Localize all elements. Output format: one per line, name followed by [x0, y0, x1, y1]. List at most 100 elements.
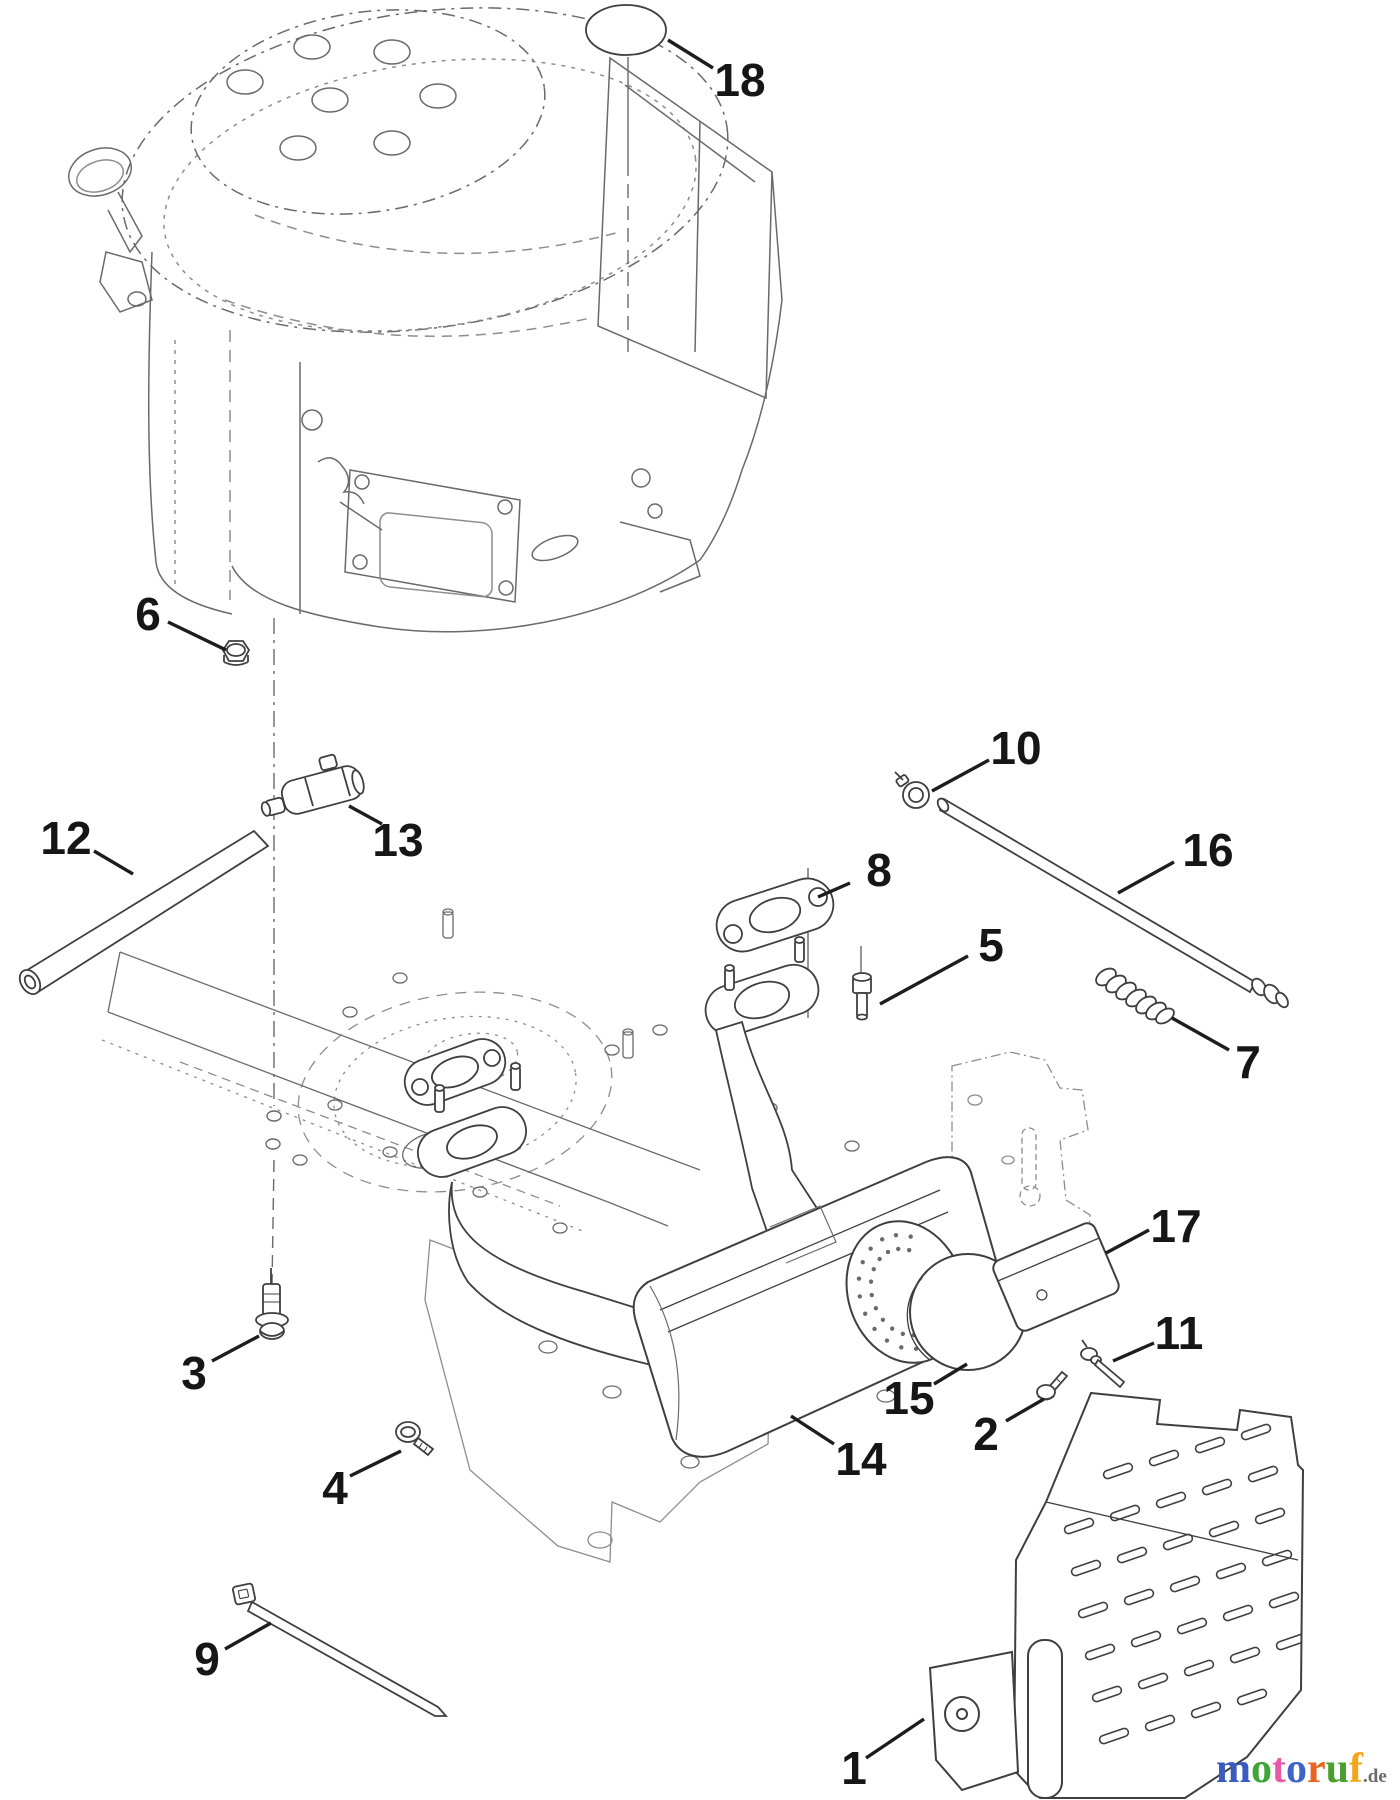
- leader-9: [224, 1621, 272, 1651]
- part-label-12: 12: [40, 812, 91, 864]
- part-5-bolt: [852, 972, 872, 1021]
- perforation-dot: [857, 1294, 863, 1299]
- part-label-8: 8: [866, 844, 892, 896]
- perforation-dot: [879, 1237, 885, 1242]
- leader-4: [349, 1449, 402, 1478]
- perforation-dot: [893, 1233, 899, 1238]
- leader-15: [933, 1362, 968, 1386]
- shield-vent-slot: [1247, 1465, 1279, 1483]
- heat-shield-bracket: [928, 1650, 1020, 1792]
- shield-vent-slot: [1098, 1727, 1130, 1745]
- shield-vent-slot: [1254, 1507, 1286, 1525]
- shield-vent-slot: [1183, 1659, 1215, 1677]
- part-10-clamp: [894, 771, 930, 809]
- shield-vent-slot: [1063, 1517, 1095, 1535]
- perforation-dot: [900, 1331, 906, 1337]
- shield-vent-slot: [1240, 1423, 1272, 1441]
- part-label-17: 17: [1150, 1200, 1201, 1252]
- logo-letter: m: [1216, 1746, 1251, 1792]
- part-label-10: 10: [990, 722, 1041, 774]
- engine-air-duct: [597, 56, 773, 400]
- perforation-dot: [899, 1345, 904, 1350]
- shield-vent-slot: [1222, 1604, 1254, 1622]
- part-labels: 18 6 12 13 10 16 5 7 8 3 4 17 11 15 2 14…: [40, 54, 1260, 1794]
- engine-dipstick: [67, 147, 153, 313]
- left-pipe-flange: [417, 1106, 527, 1178]
- perforation-dot: [885, 1249, 891, 1255]
- leader-11: [1112, 1341, 1155, 1363]
- part-18-cap: [585, 4, 667, 56]
- perforation-dot: [884, 1338, 890, 1343]
- part-label-4: 4: [322, 1462, 348, 1514]
- shield-vent-slot: [1261, 1549, 1293, 1567]
- perforation-dot: [908, 1234, 913, 1239]
- engine-top-housing: [121, 7, 729, 333]
- part-3-bolt: [255, 1268, 289, 1340]
- leader-18: [667, 38, 714, 70]
- exhaust-head-pipes: [403, 936, 824, 1368]
- part-label-9: 9: [194, 1633, 220, 1685]
- leader-1: [865, 1717, 925, 1760]
- perforation-dot: [871, 1266, 876, 1272]
- part-16-fuel-line: [936, 797, 1289, 1009]
- perforation-dot: [889, 1326, 895, 1331]
- part-label-6: 6: [135, 588, 161, 640]
- part-label-13: 13: [372, 814, 423, 866]
- perforation-dot: [872, 1326, 877, 1332]
- shield-vent-slot: [1077, 1601, 1109, 1619]
- shield-vent-slot: [1116, 1546, 1148, 1564]
- part-label-5: 5: [978, 919, 1004, 971]
- logo-letter: u: [1325, 1746, 1350, 1792]
- perforation-dot: [896, 1246, 901, 1252]
- part-label-14: 14: [835, 1433, 887, 1485]
- shield-vent-slot: [1268, 1591, 1300, 1609]
- shield-vent-slot: [1084, 1643, 1116, 1661]
- shield-vent-slot: [1275, 1633, 1303, 1651]
- part-8-gasket: [715, 877, 835, 953]
- motoruf-logo: motoruf.de: [1216, 1748, 1396, 1790]
- shield-vent-slot: [1144, 1714, 1176, 1732]
- shield-vent-slot: [1070, 1559, 1102, 1577]
- perforation-dot: [860, 1259, 865, 1265]
- heat-shield-outline: [1012, 1391, 1305, 1799]
- shield-vent-slot: [1208, 1520, 1240, 1538]
- part-4-screw: [395, 1421, 435, 1457]
- leader-3: [211, 1334, 260, 1363]
- perforation-dot: [868, 1246, 873, 1251]
- shield-vent-slot: [1155, 1491, 1187, 1509]
- logo-letter: f: [1349, 1746, 1364, 1792]
- shield-vent-slot: [1123, 1588, 1155, 1606]
- part-label-2: 2: [973, 1408, 999, 1460]
- muffler-group: [632, 1156, 1120, 1458]
- perforation-dot: [906, 1247, 912, 1253]
- perforation-dot: [877, 1256, 882, 1262]
- leader-6: [167, 620, 227, 652]
- perforation-dot: [868, 1279, 874, 1284]
- right-pipe-flange: [704, 963, 820, 1037]
- part-label-18: 18: [714, 54, 765, 106]
- logo-letter: o: [1286, 1746, 1307, 1792]
- logo-letter: o: [1251, 1746, 1272, 1792]
- perforation-dot: [873, 1306, 879, 1311]
- logo-letter: t: [1272, 1746, 1286, 1792]
- shield-vent-slot: [1176, 1617, 1208, 1635]
- shield-vent-slot: [1236, 1688, 1268, 1706]
- leader-8: [817, 881, 851, 899]
- leader-2: [1005, 1397, 1045, 1423]
- part-label-3: 3: [181, 1347, 207, 1399]
- shield-vent-slot: [1091, 1685, 1123, 1703]
- logo-letter: r: [1307, 1746, 1326, 1792]
- shield-vent-slot: [1229, 1646, 1261, 1664]
- frame-studs: [442, 908, 634, 1059]
- part-6-nut: [221, 640, 251, 666]
- part-7-stud: [1095, 967, 1175, 1025]
- shield-vent-slot: [1102, 1462, 1134, 1480]
- leader-7: [1171, 1016, 1230, 1052]
- engine-ignition-cover: [344, 469, 521, 603]
- shield-vent-slot: [1169, 1575, 1201, 1593]
- small-parts: [18, 4, 1289, 1717]
- part-11-rivet: [1080, 1339, 1126, 1389]
- heat-shield-strap: [1027, 1639, 1063, 1799]
- part-label-11: 11: [1155, 1307, 1204, 1359]
